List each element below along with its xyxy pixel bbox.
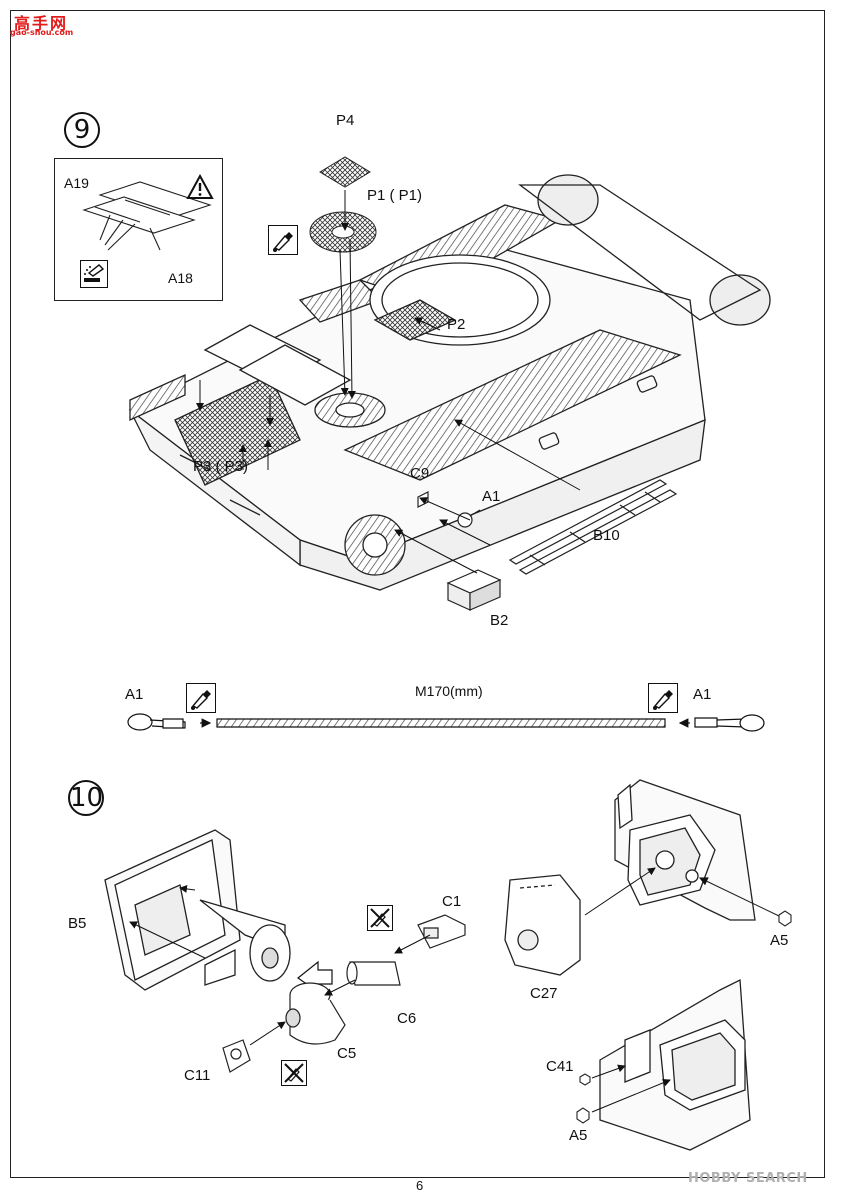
c11-part — [223, 1040, 250, 1072]
tow-cable-drawing — [128, 714, 764, 731]
c5-part — [286, 983, 345, 1044]
label-c1: C1 — [442, 893, 462, 910]
step-9-badge: 9 — [64, 112, 100, 148]
site-url: gao-shou.com — [10, 28, 74, 37]
do-not-glue-icon — [367, 905, 393, 931]
page-number: 6 — [416, 1178, 424, 1193]
label-a1-step9: A1 — [482, 488, 501, 505]
label-c11: C11 — [184, 1067, 211, 1084]
do-not-glue-icon-2 — [281, 1060, 307, 1086]
label-b2: B2 — [490, 612, 509, 629]
label-a19: A19 — [64, 175, 89, 191]
label-a5-bottom: A5 — [569, 1127, 588, 1144]
c41-part — [580, 1064, 626, 1085]
inset-drawing — [84, 182, 210, 250]
glue-icon — [268, 225, 298, 255]
p1-part — [310, 212, 376, 252]
label-c6: C6 — [397, 1010, 417, 1027]
c1-part — [418, 915, 465, 948]
rear-plate-top-drawing — [615, 780, 755, 920]
step-10-badge: 10 — [68, 780, 104, 816]
b2-part — [448, 570, 500, 610]
cable-length-label: M170(mm) — [415, 683, 483, 699]
b5-part — [105, 830, 290, 990]
label-b5: B5 — [68, 915, 87, 932]
label-a5-top: A5 — [770, 932, 789, 949]
label-a1-left: A1 — [125, 686, 144, 703]
label-b10: B10 — [593, 527, 620, 544]
rear-plate-bottom-drawing — [600, 980, 750, 1150]
b10-part — [510, 480, 676, 574]
paint-icon — [80, 260, 108, 288]
label-c41: C41 — [546, 1058, 574, 1075]
label-p2: P2 — [447, 316, 466, 333]
tank-hull-drawing — [130, 175, 770, 590]
label-p1: P1 ( P1) — [367, 187, 423, 204]
inset-a19-a18 — [54, 158, 223, 301]
a5-part-bottom — [577, 1078, 671, 1123]
a5-part-top — [699, 877, 791, 926]
glue-icon-left — [186, 683, 216, 713]
label-p3: P3 ( P3) — [193, 458, 249, 475]
warning-icon — [186, 174, 214, 199]
c27-part — [505, 875, 580, 975]
label-a1-right: A1 — [693, 686, 712, 703]
site-watermark: 高手网 gao-shou.com — [4, 6, 80, 40]
glue-icon-right — [648, 683, 678, 713]
label-p4: P4 — [336, 112, 355, 129]
step9-leader-lines — [196, 190, 580, 573]
hobby-search-watermark: HOBBY SEARCH — [688, 1171, 808, 1186]
label-c9: C9 — [410, 465, 430, 482]
label-c5: C5 — [337, 1045, 357, 1062]
label-a18: A18 — [168, 270, 193, 286]
site-name: 高手网 — [14, 14, 69, 33]
step10-leader-lines — [129, 884, 430, 1045]
label-c27: C27 — [530, 985, 558, 1002]
p4-part — [320, 157, 370, 187]
page-frame — [10, 10, 825, 1178]
c6-part — [347, 962, 400, 985]
